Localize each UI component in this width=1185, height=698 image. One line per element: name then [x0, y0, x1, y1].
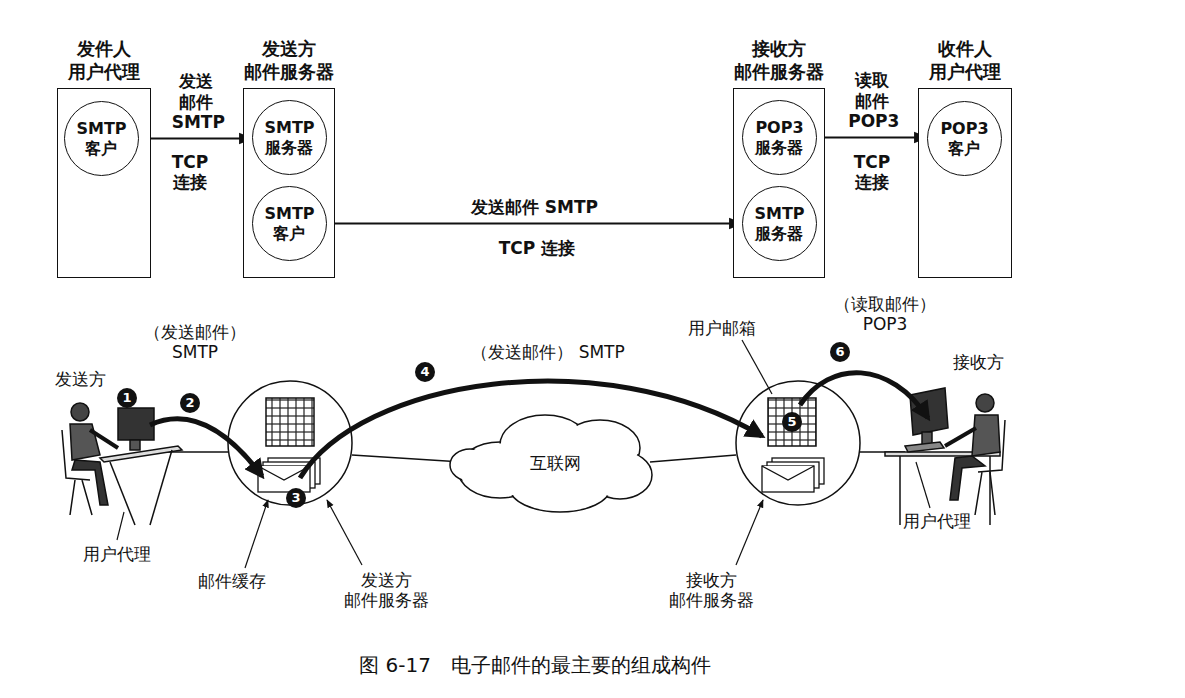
circle-text: POP3 服务器	[752, 118, 806, 156]
box-heading: 发件人 用户代理	[57, 38, 151, 83]
protocol-circle: SMTP 服务器	[252, 100, 327, 175]
circle-text: SMTP 服务器	[262, 118, 316, 156]
leader-line	[117, 340, 930, 568]
annotation-label: （发送邮件） SMTP	[471, 342, 625, 362]
callout-number: 6	[835, 344, 844, 360]
component-box: SMTP 服务器SMTP 客户发送方 邮件服务器	[243, 88, 335, 278]
flow-arrow	[150, 373, 928, 478]
callout-number: 3	[291, 490, 300, 506]
component-box: SMTP 客户发件人 用户代理	[57, 88, 151, 278]
protocol-circle: SMTP 客户	[252, 186, 327, 261]
connector-arrow	[327, 223, 742, 225]
annotation-label: （发送邮件） SMTP	[140, 322, 251, 363]
annotation-label: 互联网	[530, 453, 581, 473]
box-heading: 发送方 邮件服务器	[242, 38, 336, 83]
annotation-label: （读取邮件） POP3	[830, 294, 941, 335]
component-box: POP3 服务器SMTP 服务器接收方 邮件服务器	[733, 88, 825, 278]
circle-text: POP3 客户	[937, 119, 991, 157]
callout-number: 5	[787, 414, 796, 430]
box-heading: 收件人 用户代理	[918, 38, 1012, 83]
figure-caption: 图 6-17 电子邮件的最主要的组成构件	[359, 652, 711, 679]
annotation-label: 用户代理	[903, 511, 971, 531]
annotation-label: 发送方 邮件服务器	[341, 570, 433, 611]
annotation-label: TCP 连接	[499, 238, 575, 258]
annotation-label: 接收方 邮件服务器	[666, 570, 758, 611]
protocol-circle: SMTP 服务器	[742, 186, 817, 261]
component-box: POP3 客户收件人 用户代理	[918, 88, 1012, 278]
annotation-label: 接收方	[953, 352, 1004, 372]
box-heading: 接收方 邮件服务器	[732, 38, 826, 83]
circle-text: SMTP 客户	[74, 119, 128, 157]
protocol-circle: POP3 服务器	[742, 100, 817, 175]
callout-number: 4	[420, 364, 429, 380]
circle-text: SMTP 客户	[262, 204, 316, 242]
connector-arrow	[139, 138, 252, 140]
callout-number: 1	[122, 390, 131, 406]
annotation-label: 发送方	[55, 369, 106, 389]
annotation-label: TCP 连接	[848, 152, 896, 193]
callout-number: 2	[185, 395, 194, 411]
annotation-label: 用户代理	[83, 544, 151, 564]
annotation-label: TCP 连接	[166, 152, 214, 193]
edge-label: 读取 邮件 POP3	[848, 70, 896, 131]
connector-arrow	[817, 137, 927, 139]
callout-disc	[117, 342, 850, 508]
receiver-person	[885, 388, 1005, 525]
edge-label: 发送 邮件 SMTP	[172, 71, 220, 132]
internet-cloud	[450, 415, 652, 512]
annotation-label: 邮件缓存	[198, 571, 266, 591]
annotation-label: 用户邮箱	[688, 318, 756, 338]
edge-label: 发送邮件 SMTP	[471, 197, 598, 217]
circle-text: SMTP 服务器	[752, 204, 806, 242]
receiver-server	[736, 381, 860, 505]
protocol-circle: POP3 客户	[927, 101, 1002, 176]
protocol-circle: SMTP 客户	[64, 101, 139, 176]
